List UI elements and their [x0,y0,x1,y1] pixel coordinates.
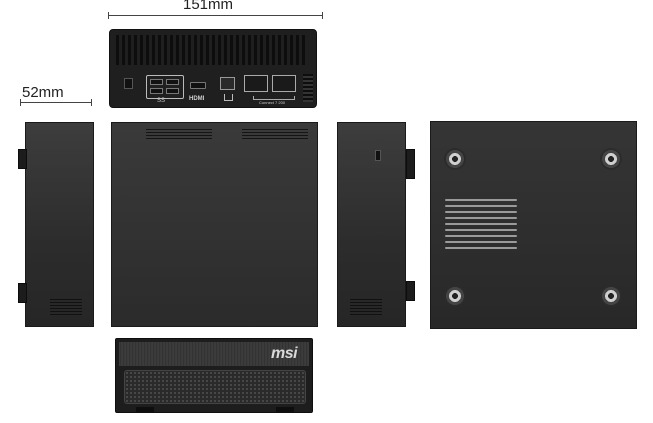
right-side-mount-tab-bottom [406,281,415,301]
depth-dimension-tick-right [91,99,92,106]
expansion-port-left [244,75,268,92]
usb-port-label: SS [157,98,166,104]
bottom-vent-grille [445,197,519,251]
rubber-foot-bottom-right [600,285,622,307]
front-mesh-grille [124,370,306,404]
usb-port-1 [150,79,163,85]
expansion-bracket [253,96,295,100]
rubber-foot-top-right [600,148,622,170]
front-foot-right [276,407,294,413]
usb-port-3 [150,88,163,94]
ethernet-port [220,77,235,90]
usb-port-4 [166,88,179,94]
top-view-vent-left [146,129,212,139]
network-icon [224,94,233,101]
width-dimension-line [108,15,323,16]
rear-side-vent [303,74,313,102]
width-dimension-tick-left [108,12,109,19]
rubber-foot-top-left [444,148,466,170]
depth-dimension-line [20,102,92,103]
left-side-mount-tab-top [18,149,27,169]
brand-logo: msi [271,345,298,362]
power-indicator-icon [375,150,381,161]
width-dimension-label: 151mm [183,0,234,13]
right-side-vent [350,299,382,317]
hdmi-port [190,82,206,89]
width-dimension-tick-right [322,12,323,19]
expansion-port-right [272,75,296,92]
left-side-mount-tab-bottom [18,283,27,303]
usb-port-group [146,75,184,99]
rubber-foot-bottom-left [444,285,466,307]
bottom-view [430,121,637,329]
usb-port-2 [166,79,179,85]
dc-power-port [124,78,133,89]
left-side-view [18,122,94,327]
right-side-view [337,122,415,327]
top-view-vent-right [242,129,308,139]
front-brushed-panel [119,342,309,366]
hdmi-port-label: HDMI [189,96,205,102]
right-side-mount-tab-top [406,149,415,179]
expansion-port-label: Connect 7 200 [259,100,286,105]
rear-vent-grille [116,35,312,65]
depth-dimension-tick-left [20,99,21,106]
left-side-vent [50,299,82,317]
front-view: msi [115,338,313,413]
front-foot-left [136,407,154,413]
top-view [111,122,318,327]
depth-dimension-label: 52mm [22,84,64,101]
rear-view: SS HDMI Connect 7 200 [109,29,317,108]
